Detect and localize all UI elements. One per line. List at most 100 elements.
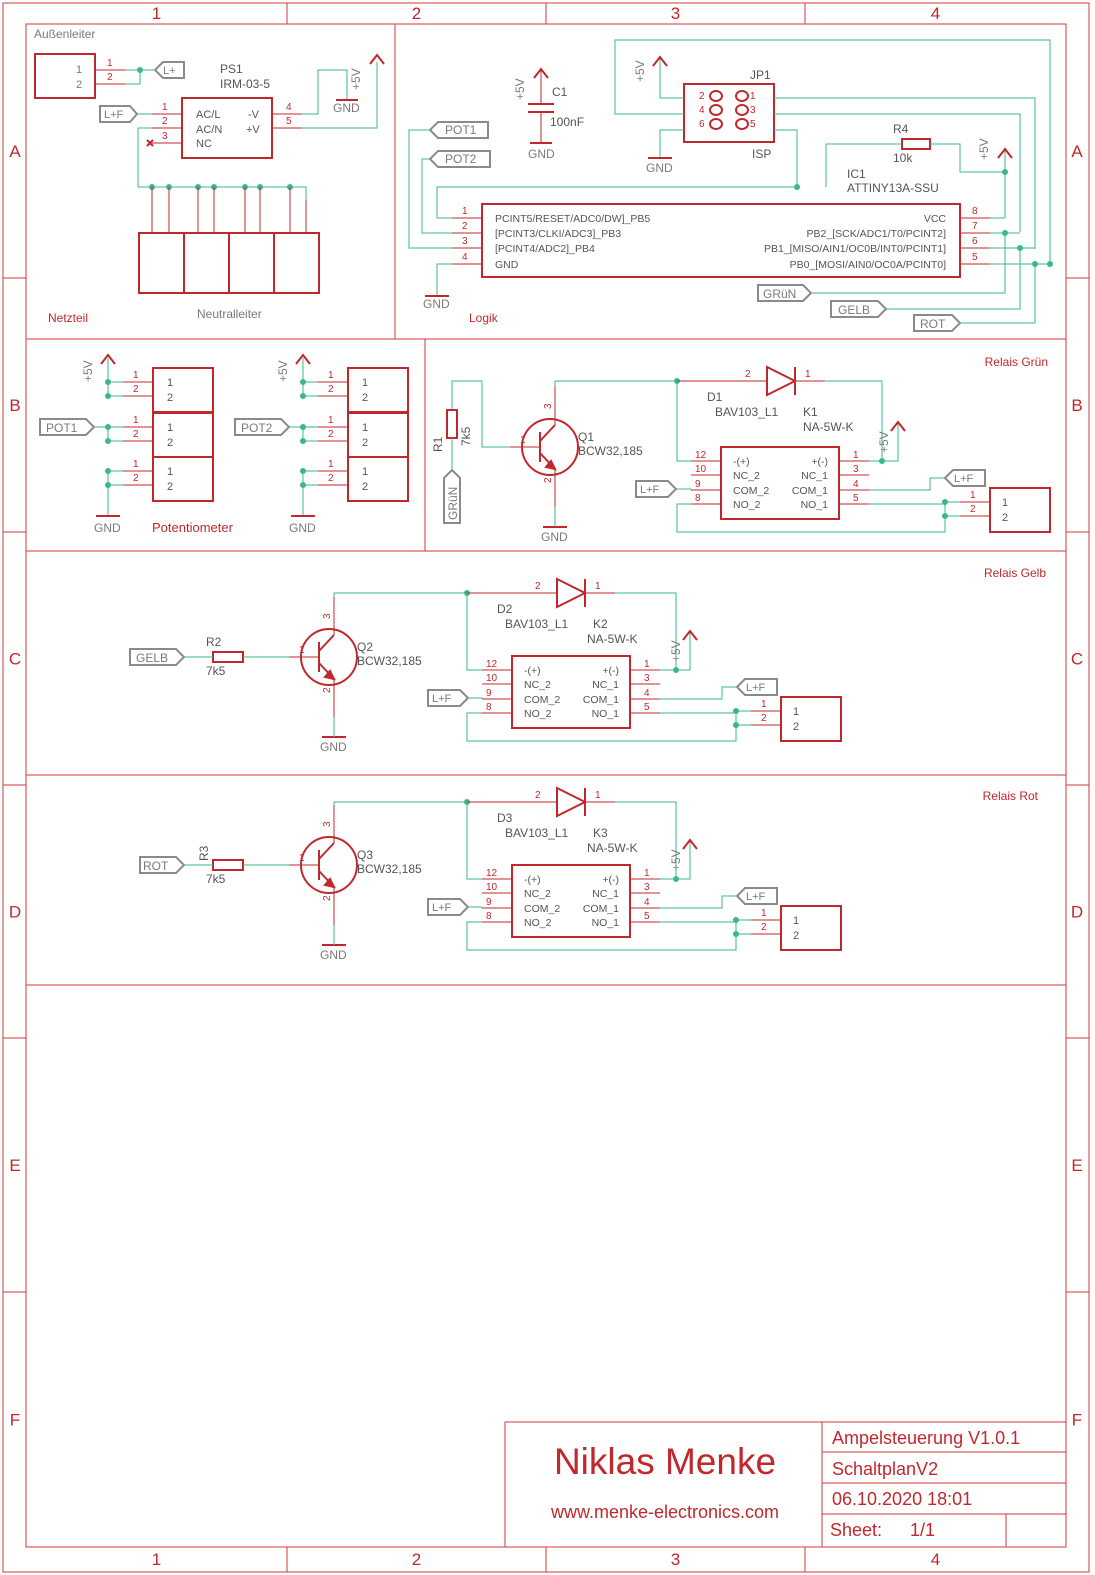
- svg-text:2: 2: [76, 79, 82, 91]
- svg-text:1: 1: [462, 206, 468, 217]
- svg-text:2: 2: [793, 721, 799, 733]
- net-label-lplusf: L+F: [432, 693, 452, 705]
- svg-text:5: 5: [286, 116, 292, 127]
- svg-text:1: 1: [595, 790, 601, 801]
- svg-text:COM_1: COM_1: [583, 694, 619, 706]
- svg-text:9: 9: [695, 479, 701, 490]
- net-label: ROT: [143, 859, 169, 873]
- row-label-right: B: [1071, 396, 1082, 415]
- net-label-gelb-logik: GELB: [830, 300, 888, 318]
- title-website: www.menke-electronics.com: [550, 1502, 779, 1522]
- svg-text:1: 1: [299, 853, 305, 864]
- gnd-label: GND: [320, 740, 347, 754]
- relay-name: K1: [803, 405, 818, 419]
- svg-text:3: 3: [853, 464, 859, 475]
- net-label-lplusf: L+F: [640, 484, 660, 496]
- row-label-left: A: [9, 142, 21, 161]
- svg-text:+(-): +(-): [602, 665, 619, 677]
- diode-name: D2: [497, 602, 513, 616]
- svg-text:-(+): -(+): [733, 456, 750, 468]
- region-dividers: [26, 24, 1066, 986]
- svg-text:NC: NC: [196, 138, 212, 150]
- svg-text:2: 2: [162, 116, 168, 127]
- svg-text:2: 2: [535, 581, 541, 592]
- diode-name: D3: [497, 811, 513, 825]
- svg-text:1: 1: [299, 645, 305, 656]
- relay-value: NA-5W-K: [587, 841, 637, 855]
- aussenleiter-connector: 1 2 1 2: [34, 53, 125, 99]
- svg-text:2: 2: [793, 930, 799, 942]
- neutralleiter-connectors: [138, 186, 320, 294]
- svg-text:8: 8: [486, 911, 492, 922]
- svg-text:4: 4: [286, 102, 292, 113]
- transistor-name: Q2: [357, 640, 373, 654]
- svg-text:2: 2: [362, 437, 368, 449]
- resistor-name: R2: [206, 635, 222, 649]
- plus5v-label: +5V: [669, 640, 683, 662]
- svg-text:NO_1: NO_1: [592, 708, 620, 720]
- svg-text:ATTINY13A-SSU: ATTINY13A-SSU: [847, 181, 939, 195]
- transistor-name: Q1: [578, 430, 594, 444]
- svg-text:1: 1: [970, 490, 976, 501]
- plus5v-label: +5V: [877, 431, 891, 453]
- svg-text:1: 1: [328, 459, 334, 470]
- svg-text:1: 1: [805, 369, 811, 380]
- resistor-value: 7k5: [459, 426, 473, 446]
- svg-text:COM_1: COM_1: [583, 903, 619, 915]
- column-label-bottom: 1: [152, 1550, 161, 1569]
- c1-capacitor: +5V GND C1 100nF: [513, 67, 584, 161]
- svg-text:+(-): +(-): [811, 456, 828, 468]
- section-relais-gruen: Relais Grün: [985, 355, 1048, 369]
- gnd-symbol-ic1: GND: [423, 295, 450, 311]
- section-potentiometer: Potentiometer: [152, 520, 234, 535]
- svg-text:2: 2: [107, 72, 113, 83]
- svg-text:2: 2: [362, 481, 368, 493]
- net-label-gruen-logik: GRüN: [757, 284, 813, 302]
- svg-text:1: 1: [328, 415, 334, 426]
- svg-text:4: 4: [699, 105, 705, 116]
- net-label-lplusf: L+F: [432, 902, 452, 914]
- svg-text:5: 5: [853, 493, 859, 504]
- svg-text:2: 2: [167, 392, 173, 404]
- svg-text:2: 2: [322, 895, 333, 901]
- jp1-isp-header: JP1 ISP 2 4 6 1 3 5: [683, 68, 775, 161]
- row-label-left: F: [10, 1411, 20, 1430]
- svg-text:5: 5: [644, 911, 650, 922]
- svg-text:5: 5: [644, 702, 650, 713]
- svg-text:POT1: POT1: [445, 123, 477, 137]
- row-label-right: F: [1072, 1411, 1082, 1430]
- column-label-top: 4: [931, 4, 940, 23]
- svg-text:ROT: ROT: [920, 317, 946, 331]
- svg-text:3: 3: [543, 403, 554, 409]
- net-label-pot1-logik: POT1: [428, 121, 489, 139]
- svg-text:100nF: 100nF: [550, 115, 584, 129]
- title-block: Niklas Menke www.menke-electronics.com A…: [504, 1421, 1067, 1548]
- svg-text:4: 4: [644, 897, 650, 908]
- svg-text:L+F: L+F: [104, 109, 124, 121]
- svg-text:9: 9: [486, 688, 492, 699]
- svg-text:1: 1: [644, 868, 650, 879]
- svg-text:3: 3: [322, 821, 333, 827]
- svg-text:COM_1: COM_1: [792, 485, 828, 497]
- svg-text:3: 3: [750, 105, 756, 116]
- svg-text:1: 1: [167, 377, 173, 389]
- gnd-label: GND: [320, 948, 347, 962]
- row-label-left: C: [9, 650, 21, 669]
- svg-text:2: 2: [761, 713, 767, 724]
- svg-text:3: 3: [322, 613, 333, 619]
- svg-text:NC_1: NC_1: [801, 470, 828, 482]
- diode-value: BAV103_L1: [505, 617, 568, 631]
- ps1-power-module: PS1 IRM-03-5 1 2 3 AC/L AC/N NC -V +V 4 …: [146, 62, 302, 159]
- gnd-symbol-ps1: GND: [333, 99, 360, 115]
- net-label-pot2-logik: POT2: [428, 150, 491, 168]
- svg-text:2: 2: [543, 477, 554, 483]
- svg-text:1: 1: [133, 459, 139, 470]
- column-label-bottom: 3: [671, 1550, 680, 1569]
- transistor-value: BCW32,185: [357, 654, 422, 668]
- svg-text:NO_2: NO_2: [733, 499, 761, 511]
- svg-text:ISP: ISP: [752, 147, 771, 161]
- column-label-bottom: 2: [412, 1550, 421, 1569]
- svg-text:4: 4: [462, 252, 468, 263]
- svg-text:2: 2: [535, 790, 541, 801]
